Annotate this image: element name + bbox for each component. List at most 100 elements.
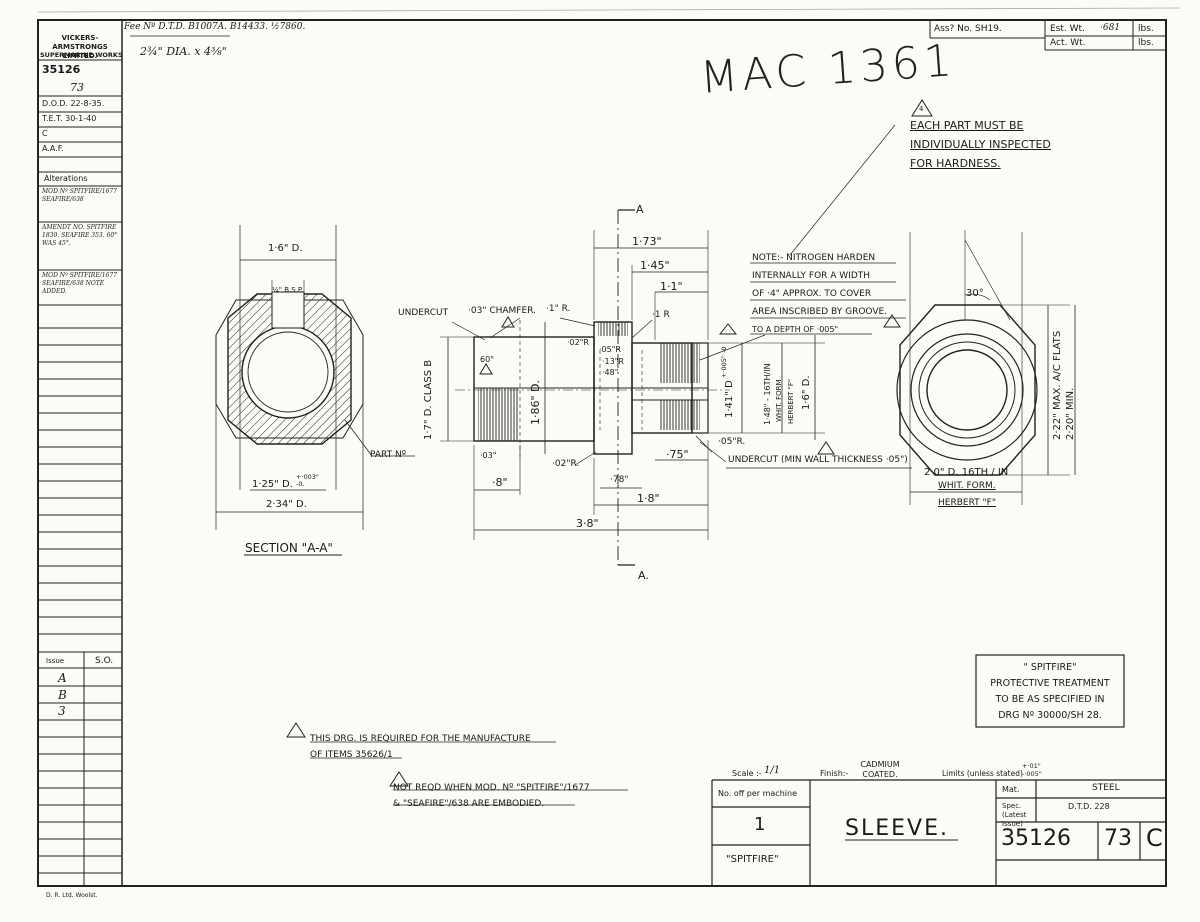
alteration-3: MOD Nº SPITFIRE/1677 SEAFIRE/638 NOTE AD… bbox=[42, 272, 117, 295]
est-wt-label: Est. Wt. bbox=[1050, 24, 1085, 34]
radius-005: ·05"R bbox=[599, 345, 621, 354]
section-dim-16: 1·6" D. bbox=[268, 243, 303, 254]
note4-line-3: FOR HARDNESS. bbox=[910, 157, 1001, 170]
angle-60: 60° bbox=[480, 355, 495, 364]
limits-value: +·01" -·005" bbox=[1022, 762, 1042, 778]
alterations-label: Alterations bbox=[44, 174, 88, 183]
printer-footer: D. R. Ltd. Woolst. bbox=[46, 892, 98, 899]
end-flats: 2·22" MAX. A/C FLATS bbox=[1052, 330, 1063, 440]
company-name: VICKERS-ARMSTRONGS LIMITED. bbox=[52, 34, 108, 60]
nitrogen-line-1: NOTE:- NITROGEN HARDEN bbox=[752, 253, 876, 263]
dim-048: ·48" bbox=[602, 368, 619, 377]
nitrogen-line-3: OF ·4" APPROX. TO COVER bbox=[752, 289, 872, 299]
end-thread: 2·0" D. 16TH / IN bbox=[924, 467, 1009, 478]
dim-078: ·78" bbox=[610, 475, 629, 485]
est-wt-unit: lbs. bbox=[1138, 24, 1154, 34]
nitrogen-line-4: AREA INSCRIBED BY GROOVE. bbox=[752, 307, 888, 317]
section-mark-top: A bbox=[636, 203, 644, 216]
elevation-view bbox=[440, 124, 912, 566]
section-bore: 1·25" D. bbox=[252, 479, 293, 490]
end-thread-herbert: HERBERT "F" bbox=[938, 498, 996, 508]
spitfire-line-4: DRG Nº 30000/SH 28. bbox=[998, 710, 1102, 721]
radius-002b: ·02"R. bbox=[552, 459, 580, 469]
dim-186: 1·86" D. bbox=[529, 379, 542, 425]
section-mark-bottom: A. bbox=[638, 569, 649, 582]
note2: THIS DRG. IS REQUIRED FOR THE MANUFACTUR… bbox=[310, 731, 531, 763]
title-block-grid bbox=[711, 779, 1166, 886]
undercut-note: UNDERCUT (MIN WALL THICKNESS ·05") bbox=[728, 455, 908, 465]
issue-label: Issue bbox=[46, 657, 65, 665]
nitrogen-line-2: INTERNALLY FOR A WIDTH bbox=[752, 271, 871, 281]
end-angle-30: 30° bbox=[966, 288, 984, 299]
weight-box bbox=[929, 20, 1166, 51]
works-name: SUPERMARINE WORKS bbox=[40, 51, 123, 59]
note3: NOT REQD WHEN MOD. Nº "SPITFIRE"/1677 & … bbox=[393, 780, 590, 812]
dim-003: ·03" bbox=[480, 451, 497, 460]
sheet-border bbox=[37, 19, 1167, 887]
nitrogen-note: NOTE:- NITROGEN HARDEN INTERNALLY FOR A … bbox=[752, 249, 912, 339]
radius-01b: ·1 R bbox=[652, 310, 670, 320]
issue-c: C bbox=[42, 129, 48, 138]
act-wt-unit: lbs. bbox=[1138, 38, 1154, 48]
note4-line-2: INDIVIDUALLY INSPECTED bbox=[910, 138, 1051, 151]
dim-141-tol: +·005" -0 bbox=[720, 346, 728, 378]
dim-11: 1·1" bbox=[660, 280, 683, 293]
act-wt-label: Act. Wt. bbox=[1050, 38, 1086, 48]
mat-value: STEEL bbox=[1092, 783, 1120, 793]
dim-17-class-b: 1·7" D. CLASS B bbox=[423, 359, 434, 440]
nitrogen-line-5: TO A DEPTH OF ·005" bbox=[752, 325, 839, 334]
bar-stock-size: 2¾" DIA. x 4⅜" bbox=[140, 45, 227, 58]
scale-value: 1/1 bbox=[764, 765, 781, 776]
section-bore-tol: +·003" -0. bbox=[296, 473, 319, 488]
part-reference-note: Fee Nº D.T.D. B1007A. B14433. ½7860. bbox=[124, 22, 306, 32]
dim-075: ·75" bbox=[666, 448, 689, 461]
so-label: S.O. bbox=[95, 656, 114, 666]
dim-08: ·8" bbox=[492, 476, 508, 489]
dim-16: 1·6" D. bbox=[801, 375, 812, 410]
finish-value: CADMIUM COATED. bbox=[860, 760, 900, 779]
issue-b: B bbox=[58, 688, 67, 702]
note2-line-2: OF ITEMS 35626/1 bbox=[310, 750, 393, 760]
spitfire-line-2: PROTECTIVE TREATMENT bbox=[990, 678, 1110, 689]
note4-marker: 4 bbox=[919, 105, 924, 113]
dim-173: 1·73" bbox=[632, 235, 662, 248]
est-wt-value: ·681 bbox=[1100, 23, 1121, 33]
radius-002: ·02"R bbox=[567, 338, 589, 347]
drawing-title: SLEEVE. bbox=[845, 816, 949, 841]
title-issue: C bbox=[1146, 824, 1163, 852]
left-drawing-no: 35126 bbox=[42, 63, 81, 76]
spec-label: Spec. (Latest Issue) bbox=[1002, 802, 1027, 828]
alteration-2: AMENDT NO. SPITFIRE 1830. SEAFIRE 353. 6… bbox=[42, 224, 118, 247]
end-flats-min: 2·20" MIN. bbox=[1065, 387, 1076, 440]
note4-line-1: EACH PART MUST BE bbox=[910, 119, 1024, 132]
spitfire-line-1: " SPITFIRE" bbox=[1023, 662, 1077, 673]
end-view bbox=[896, 230, 1076, 505]
radius-01: ·1" R. bbox=[546, 304, 571, 314]
thread-148: 1·48" - 16TH/IN bbox=[763, 363, 772, 425]
dim-141: 1·41" D bbox=[724, 380, 735, 418]
scale-label: Scale :- bbox=[732, 769, 762, 778]
note4: EACH PART MUST BE INDIVIDUALLY INSPECTED… bbox=[910, 116, 1080, 173]
end-thread-form: WHIT. FORM. bbox=[938, 481, 996, 491]
section-aa-view bbox=[215, 225, 415, 556]
finish-label: Finish:- bbox=[820, 769, 849, 778]
spitfire-note-box bbox=[975, 654, 1125, 728]
note3-line-1: NOT REQD WHEN MOD. Nº "SPITFIRE"/1677 bbox=[393, 783, 590, 793]
dim-145: 1·45" bbox=[640, 259, 670, 272]
dod-date: D.O.D. 22-8-35. bbox=[42, 99, 105, 108]
thread-148-herbert: HERBERT "F" bbox=[787, 378, 795, 424]
thread-148-form: WHIT. FORM bbox=[775, 379, 783, 422]
issue-3: 3 bbox=[58, 704, 66, 718]
section-title: SECTION "A-A" bbox=[245, 541, 333, 555]
aaf: A.A.F. bbox=[42, 144, 64, 153]
alteration-1: MOD Nº SPITFIRE/1677 SEAFIRE/638 bbox=[42, 188, 117, 203]
tet-date: T.E.T. 30-1-40 bbox=[42, 114, 97, 123]
left-sheet-no: 73 bbox=[70, 81, 84, 94]
note3-line-2: & "SEAFIRE"/638 ARE EMBODIED. bbox=[393, 799, 545, 809]
section-keyway: ¼" B.S.P. bbox=[272, 286, 304, 294]
mat-label: Mat. bbox=[1002, 785, 1020, 794]
no-off-value: 1 bbox=[754, 814, 766, 835]
no-off-label: No. off per machine bbox=[718, 789, 797, 798]
section-od: 2·34" D. bbox=[266, 499, 307, 510]
